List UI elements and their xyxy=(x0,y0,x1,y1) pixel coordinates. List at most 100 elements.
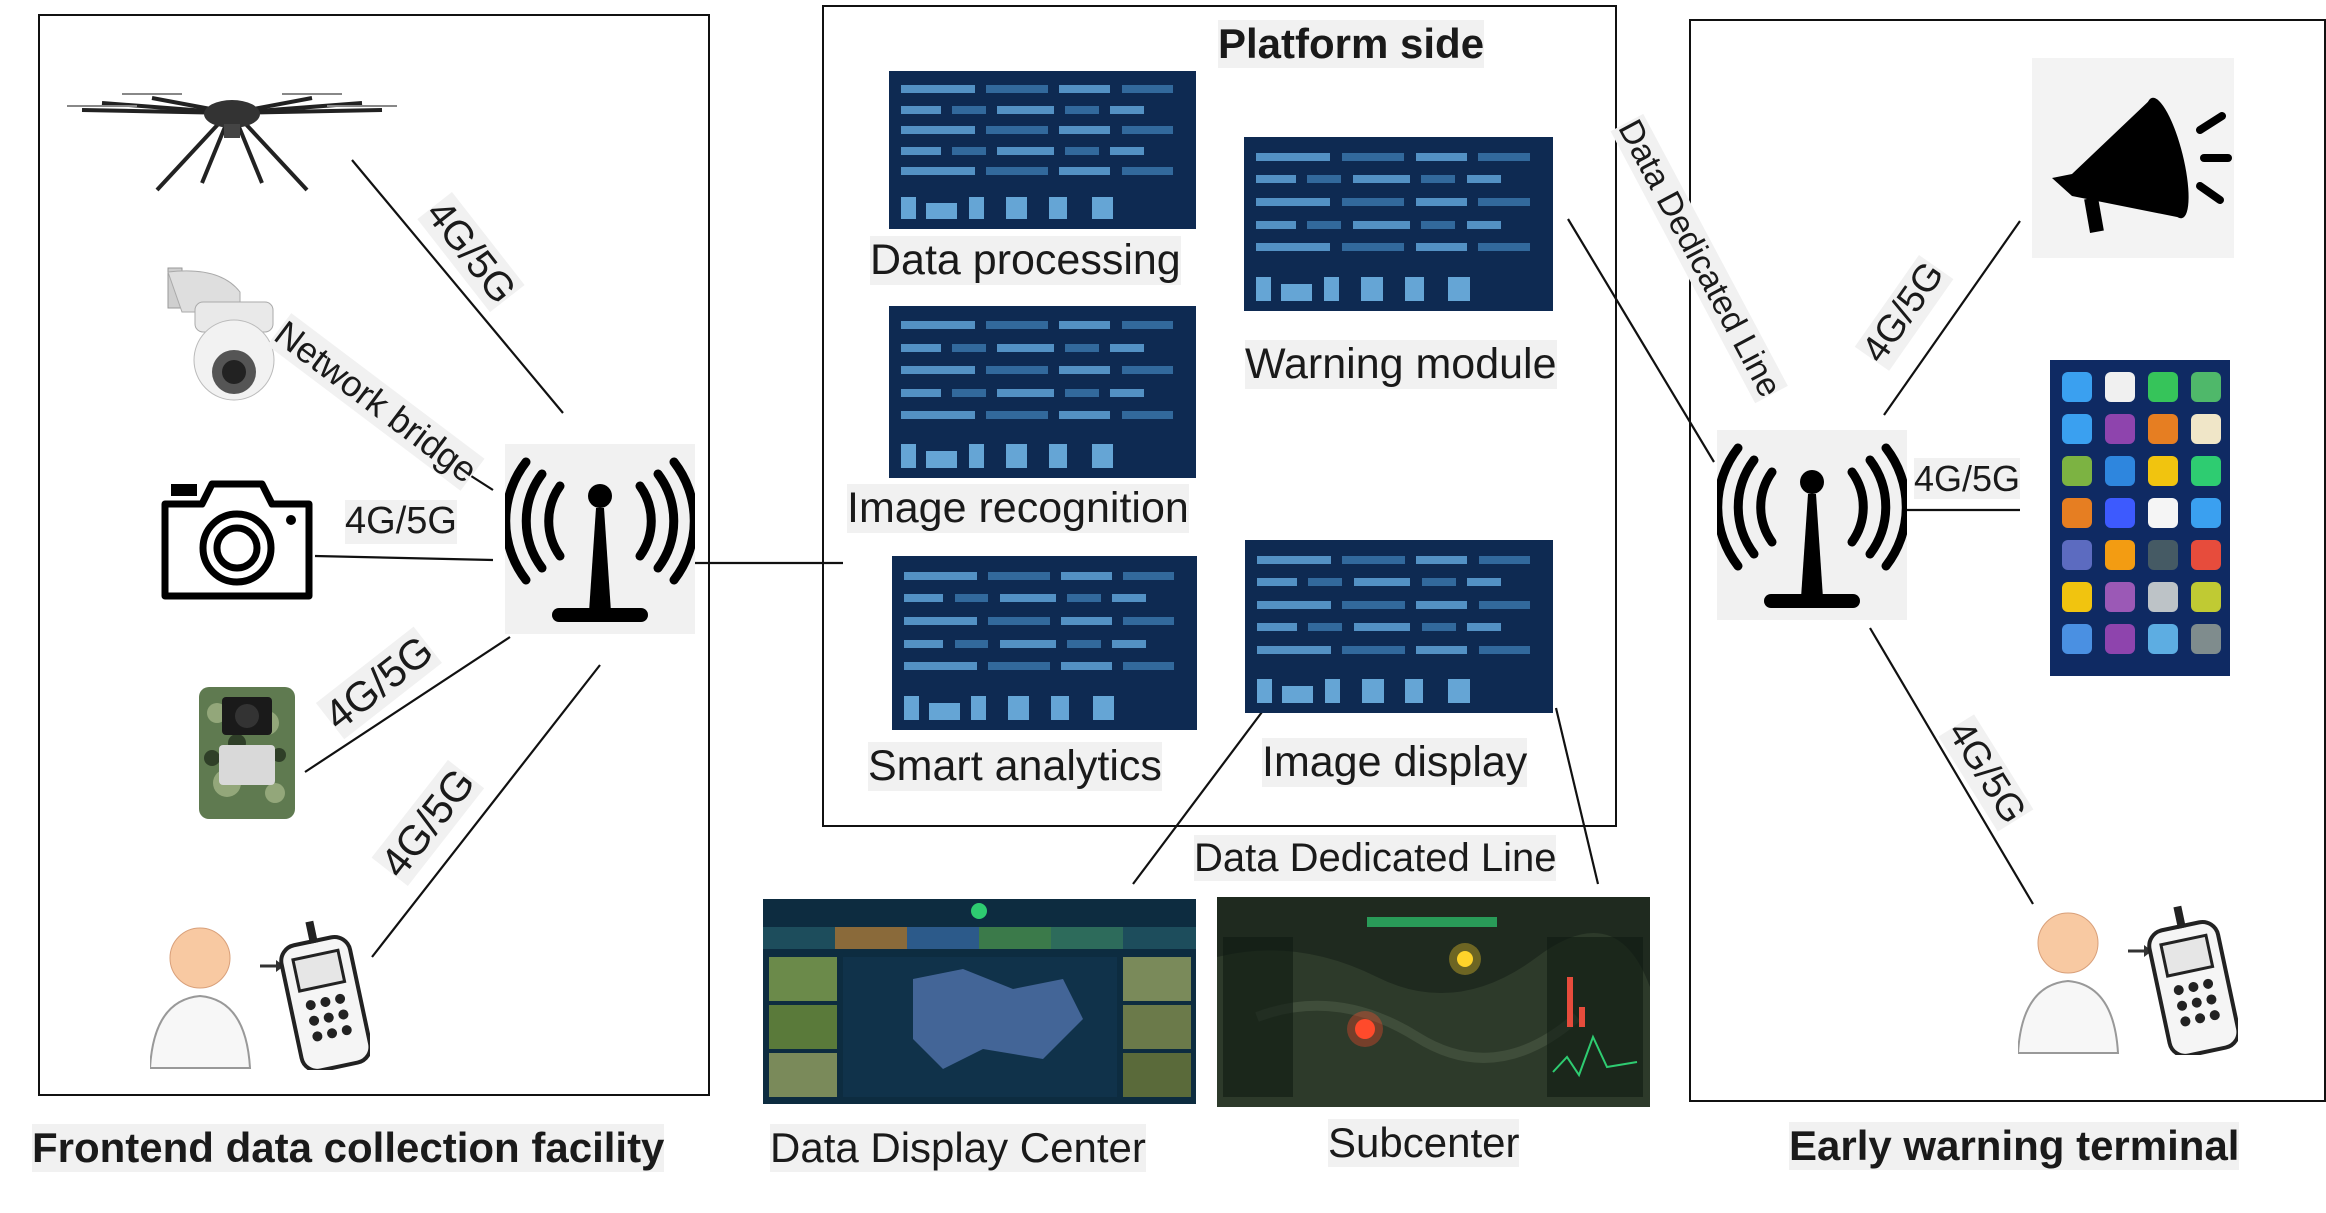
panel-bar xyxy=(951,389,986,397)
panel-device-icon xyxy=(901,444,916,468)
smart-analytics-panel xyxy=(892,556,1197,730)
data-display-center-screen xyxy=(763,899,1196,1104)
panel-bar-row xyxy=(901,321,1184,329)
panel-bar xyxy=(1342,601,1405,609)
panel-device-icon xyxy=(969,444,984,468)
panel-bar xyxy=(1342,646,1405,654)
panel-bar xyxy=(1065,389,1100,397)
panel-bar-row xyxy=(901,344,1184,352)
panel-bar xyxy=(1466,175,1502,183)
link-trail-line xyxy=(304,636,511,773)
panel-bar xyxy=(1478,556,1530,564)
panel-bar xyxy=(1353,623,1411,631)
camera-icon xyxy=(157,474,317,604)
panel-bar xyxy=(1478,601,1530,609)
panel-bar xyxy=(985,126,1049,134)
panel-bar xyxy=(1415,243,1467,251)
panel-bar xyxy=(1121,167,1173,175)
link-subcenter-line xyxy=(1554,707,1600,885)
link-dedicated-line xyxy=(1567,218,1715,463)
panel-bar xyxy=(904,594,944,602)
panel-device-icon xyxy=(1405,277,1424,301)
panel-bar xyxy=(997,147,1054,155)
warning-module-label: Warning module xyxy=(1245,340,1557,390)
panel-bar xyxy=(1111,594,1146,602)
panel-bar xyxy=(904,662,978,670)
panel-device-icon xyxy=(926,203,957,219)
panel-bar xyxy=(1341,153,1405,161)
panel-bar xyxy=(904,640,944,648)
panel-device-icon xyxy=(1256,277,1271,301)
frontend-box xyxy=(38,14,710,1096)
panel-bar xyxy=(1121,126,1173,134)
panel-bar xyxy=(1121,366,1173,374)
panel-bar xyxy=(951,344,986,352)
panel-device-icon xyxy=(971,696,986,720)
trail-camera-icon xyxy=(197,683,297,823)
panel-bar xyxy=(1415,198,1467,206)
panel-bar xyxy=(1256,153,1331,161)
panel-bar xyxy=(1307,221,1342,229)
panel-bar xyxy=(1467,623,1502,631)
person-phone-right-icon xyxy=(2016,905,2241,1058)
drone-icon xyxy=(62,58,402,198)
panel-bar xyxy=(1352,175,1410,183)
image-display-panel xyxy=(1245,540,1553,713)
panel-bar xyxy=(1110,106,1145,114)
panel-device-icon xyxy=(1325,679,1340,703)
dome-camera-icon xyxy=(160,262,285,412)
panel-bar xyxy=(1059,126,1111,134)
panel-bar xyxy=(1257,578,1297,586)
panel-device-icon xyxy=(1281,284,1312,301)
panel-bar-row xyxy=(1256,153,1541,161)
panel-bar xyxy=(1478,243,1530,251)
panel-bar-row xyxy=(904,617,1185,625)
panel-device-icon xyxy=(1257,679,1272,703)
panel-bar xyxy=(985,366,1049,374)
panel-bar-row xyxy=(1256,175,1541,183)
person-phone-left-icon xyxy=(148,920,373,1073)
panel-bar xyxy=(901,106,941,114)
panel-bar xyxy=(954,640,989,648)
data-display-center-label: Data Display Center xyxy=(770,1124,1146,1173)
panel-bar xyxy=(1065,344,1100,352)
panel-bar xyxy=(1066,640,1101,648)
panel-bar-row xyxy=(1257,556,1541,564)
panel-bar xyxy=(1341,243,1405,251)
panel-bar xyxy=(1353,578,1411,586)
panel-bar xyxy=(1256,221,1296,229)
panel-bar xyxy=(999,640,1056,648)
link-camera-label: 4G/5G xyxy=(345,500,457,544)
panel-bar xyxy=(1061,572,1112,580)
panel-bar-row xyxy=(901,126,1184,134)
panel-bar xyxy=(1307,175,1342,183)
panel-bar xyxy=(1059,366,1111,374)
panel-device-icon xyxy=(904,696,919,720)
panel-device-icon xyxy=(1008,696,1029,720)
panel-bar xyxy=(985,321,1049,329)
image-recognition-label: Image recognition xyxy=(847,484,1189,534)
panel-bar xyxy=(901,389,941,397)
panel-bar xyxy=(1065,106,1100,114)
link-apps-label: 4G/5G xyxy=(1914,458,2021,500)
panel-bar xyxy=(1059,411,1111,419)
panel-bar xyxy=(1352,221,1410,229)
panel-device-icon xyxy=(1049,197,1067,219)
panel-bar xyxy=(997,106,1054,114)
panel-bar xyxy=(1110,344,1145,352)
panel-bar xyxy=(904,617,978,625)
panel-device-icon xyxy=(1362,679,1384,703)
panel-bar-row xyxy=(901,167,1184,175)
tower-right-icon xyxy=(1713,430,1911,620)
panel-bar xyxy=(1110,147,1145,155)
panel-bar xyxy=(1065,147,1100,155)
warning-title: Early warning terminal xyxy=(1789,1122,2240,1171)
panel-bar xyxy=(954,594,989,602)
panel-bar xyxy=(1121,85,1173,93)
panel-bar xyxy=(901,85,975,93)
panel-device-icon xyxy=(1324,277,1339,301)
panel-bar-row xyxy=(1257,601,1541,609)
panel-bar xyxy=(1342,556,1405,564)
panel-device-icon xyxy=(1092,197,1113,219)
panel-device-icon xyxy=(1092,444,1113,468)
